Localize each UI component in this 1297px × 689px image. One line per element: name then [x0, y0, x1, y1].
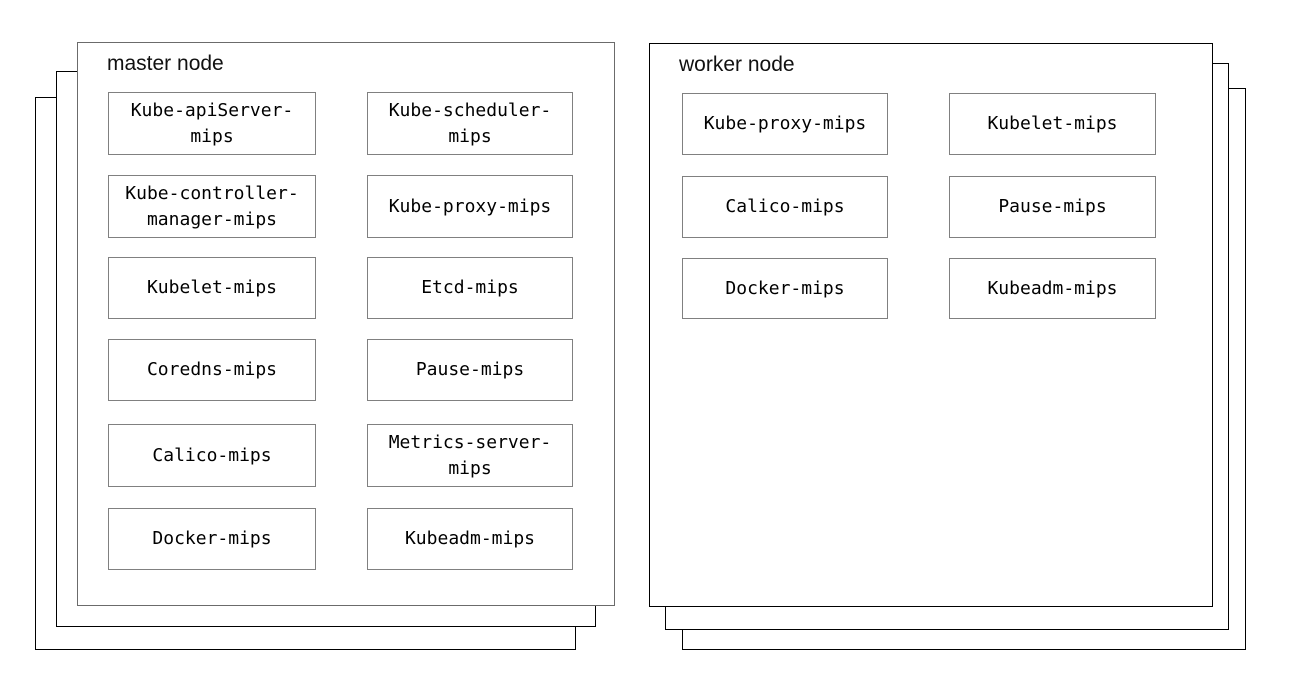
box-kube-apiserver-mips: Kube-apiServer- mips	[108, 92, 316, 155]
box-pause-mips-master: Pause-mips	[367, 339, 573, 401]
box-kubeadm-mips-worker: Kubeadm-mips	[949, 258, 1156, 319]
worker-node-title: worker node	[679, 53, 795, 76]
box-kube-scheduler-mips: Kube-scheduler- mips	[367, 92, 573, 155]
master-node-panel: master node Kube-apiServer- mips Kube-sc…	[77, 42, 615, 606]
box-metrics-server-mips: Metrics-server- mips	[367, 424, 573, 487]
box-kubeadm-mips-master: Kubeadm-mips	[367, 508, 573, 570]
box-pause-mips-worker: Pause-mips	[949, 176, 1156, 238]
box-kube-controller-manager-mips: Kube-controller- manager-mips	[108, 175, 316, 238]
box-kubelet-mips-worker: Kubelet-mips	[949, 93, 1156, 155]
box-docker-mips-master: Docker-mips	[108, 508, 316, 570]
box-calico-mips-worker: Calico-mips	[682, 176, 888, 238]
box-etcd-mips: Etcd-mips	[367, 257, 573, 319]
worker-node-panel: worker node Kube-proxy-mips Kubelet-mips…	[649, 43, 1213, 607]
box-kubelet-mips-master: Kubelet-mips	[108, 257, 316, 319]
box-coredns-mips: Coredns-mips	[108, 339, 316, 401]
box-calico-mips-master: Calico-mips	[108, 424, 316, 487]
box-kube-proxy-mips-worker: Kube-proxy-mips	[682, 93, 888, 155]
master-node-title: master node	[107, 52, 224, 75]
box-docker-mips-worker: Docker-mips	[682, 258, 888, 319]
box-kube-proxy-mips-master: Kube-proxy-mips	[367, 175, 573, 238]
